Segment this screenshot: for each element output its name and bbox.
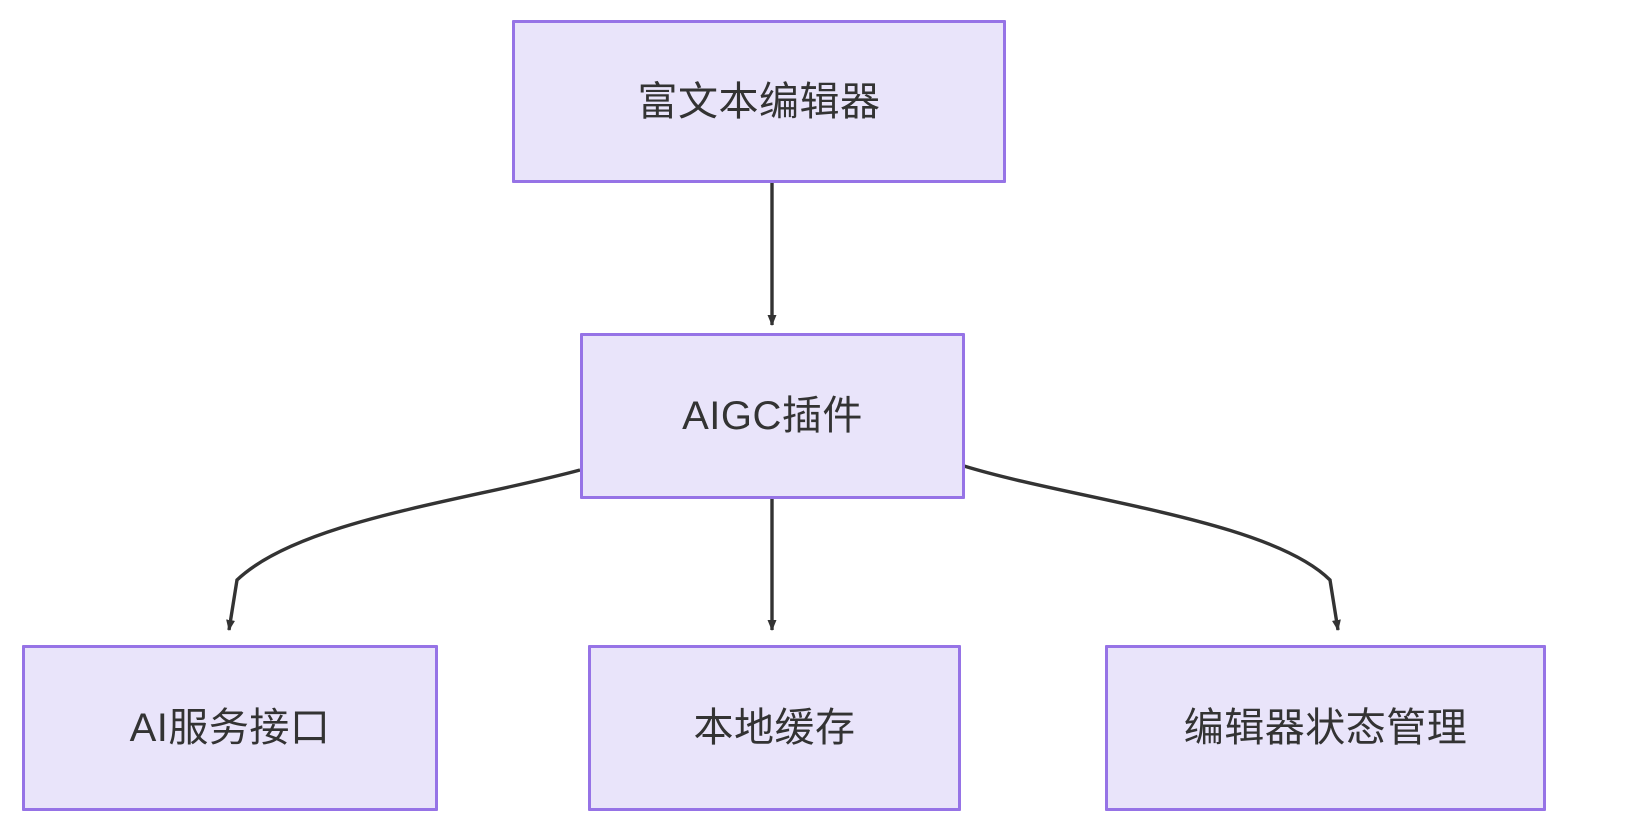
edge-plugin-to-ai-service <box>226 468 581 631</box>
node-local-cache-label: 本地缓存 <box>693 706 856 750</box>
node-aigc-plugin[interactable]: AIGC插件 <box>580 333 965 499</box>
node-editor-state-mgmt[interactable]: 编辑器状态管理 <box>1105 645 1546 811</box>
node-ai-service-api[interactable]: AI服务接口 <box>22 645 438 811</box>
node-editor-state-mgmt-label: 编辑器状态管理 <box>1183 706 1468 750</box>
node-local-cache[interactable]: 本地缓存 <box>588 645 961 811</box>
edge-plugin-to-editor-state <box>963 464 1341 631</box>
node-rich-text-editor-label: 富文本编辑器 <box>637 79 881 124</box>
node-aigc-plugin-label: AIGC插件 <box>682 394 863 438</box>
node-rich-text-editor[interactable]: 富文本编辑器 <box>512 20 1006 183</box>
node-ai-service-api-label: AI服务接口 <box>129 706 331 750</box>
